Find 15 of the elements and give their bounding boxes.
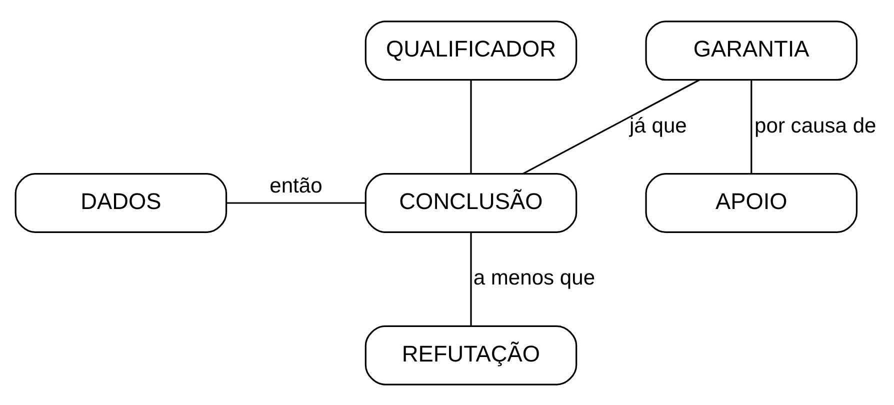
- edge-label: então: [269, 174, 322, 197]
- node-box: QUALIFICADOR: [364, 20, 577, 80]
- edge-label: por causa de: [754, 114, 876, 137]
- node-box: APOIO: [644, 172, 858, 232]
- edge-label: a menos que: [472, 266, 595, 290]
- connector: [750, 80, 752, 173]
- node-box: REFUTAÇÃO: [364, 324, 577, 385]
- connector: [470, 232, 472, 326]
- node-box: DADOS: [14, 172, 227, 232]
- connector: [522, 78, 700, 174]
- edge-label: já que: [629, 114, 686, 137]
- connector: [470, 80, 472, 173]
- node-box: CONCLUSÃO: [364, 172, 577, 232]
- connector: [226, 202, 365, 204]
- node-box: GARANTIA: [644, 20, 858, 80]
